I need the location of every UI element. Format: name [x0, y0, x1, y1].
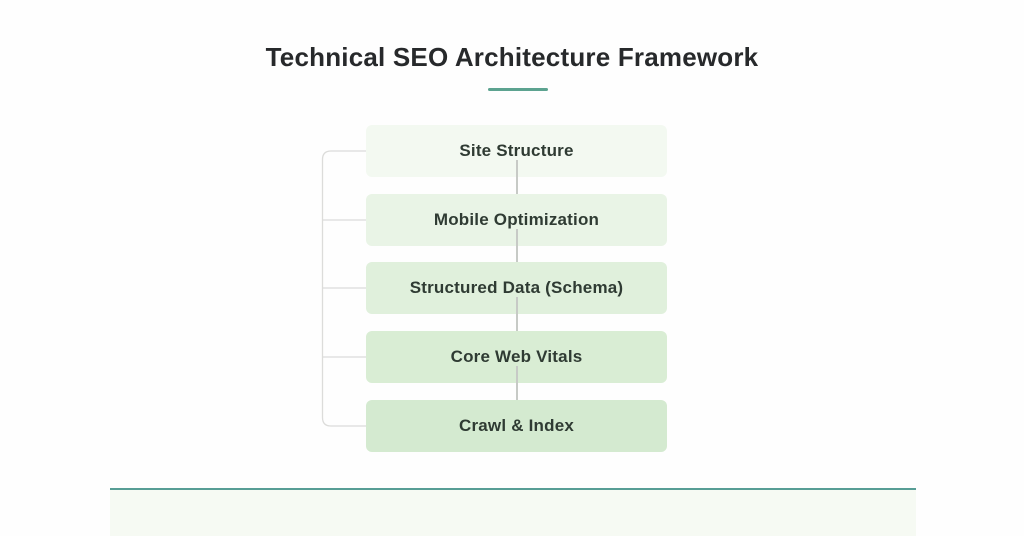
- diagram-node-core-web-vitals: Core Web Vitals: [366, 331, 667, 383]
- node-connector-1: [516, 160, 518, 194]
- footer-accent-line: [110, 488, 916, 490]
- page-title: Technical SEO Architecture Framework: [265, 42, 759, 72]
- diagram-node-crawl-index: Crawl & Index: [366, 400, 667, 452]
- title-underline: [488, 88, 548, 91]
- node-label: Mobile Optimization: [433, 210, 600, 229]
- node-connector-3: [516, 297, 518, 331]
- footer-panel: [110, 490, 916, 536]
- node-label: Crawl & Index: [458, 416, 575, 435]
- node-connector-4: [516, 366, 518, 400]
- node-label: Core Web Vitals: [450, 347, 583, 366]
- node-label: Site Structure: [459, 141, 574, 160]
- node-label: Structured Data (Schema): [409, 278, 624, 297]
- node-connector-2: [516, 229, 518, 262]
